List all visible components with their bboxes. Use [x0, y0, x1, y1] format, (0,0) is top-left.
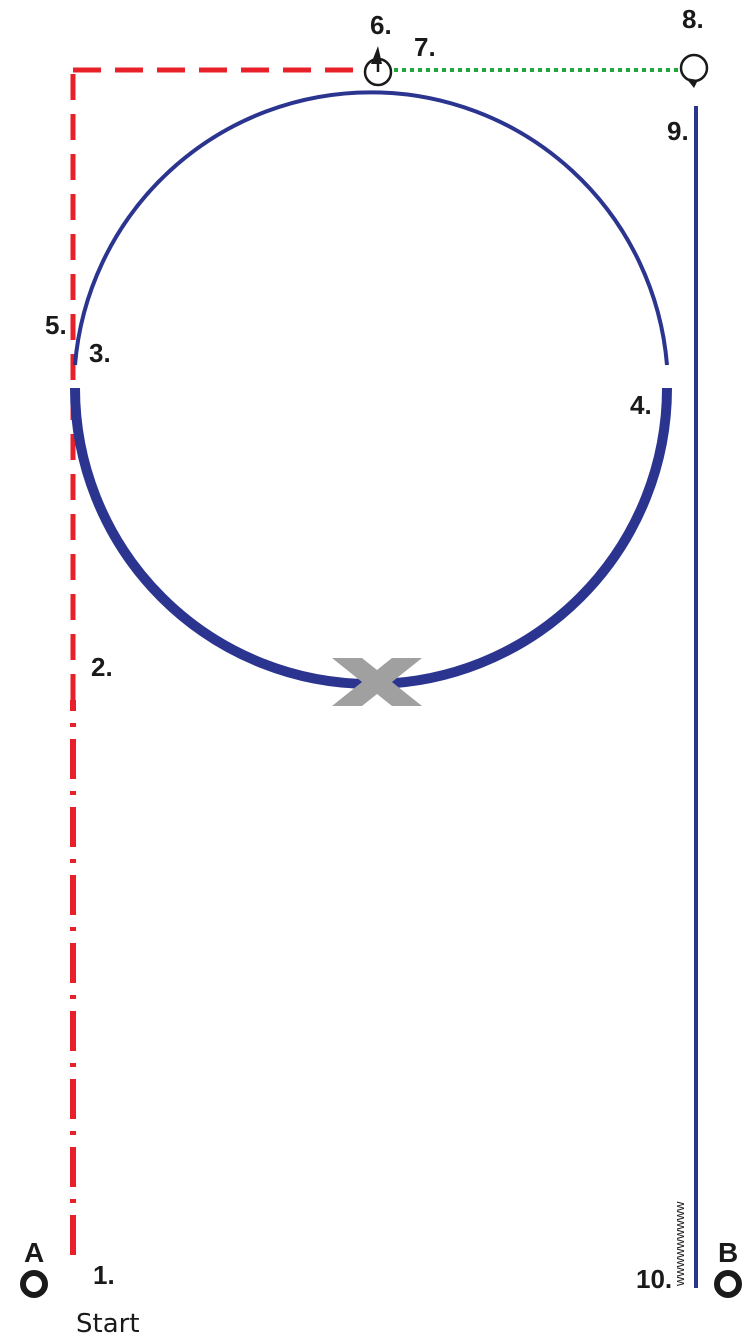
turn-marker-8 [679, 53, 709, 88]
step-label-8: 8. [682, 4, 704, 34]
wave-marking: wwwwwwwww [672, 1201, 687, 1287]
marker-a-label: A [24, 1237, 44, 1268]
circle-upper-arc [73, 90, 669, 366]
step-label-9: 9. [667, 116, 689, 146]
marker-b-label: B [718, 1237, 738, 1268]
step-label-3: 3. [89, 338, 111, 368]
start-label: Start [76, 1309, 140, 1338]
marker-b-ring [714, 1270, 742, 1298]
step-label-4: 4. [630, 390, 652, 420]
step-label-7: 7. [414, 32, 436, 62]
step-label-2: 2. [91, 652, 113, 682]
circle-lower-arc [70, 387, 672, 689]
step-label-6: 6. [370, 10, 392, 40]
step-label-10: 10. [636, 1264, 672, 1294]
turn-marker-6 [363, 46, 393, 87]
marker-a-ring [20, 1270, 48, 1298]
x-mark [332, 658, 422, 706]
step-label-1: 1. [93, 1260, 115, 1290]
step-label-5: 5. [45, 310, 67, 340]
